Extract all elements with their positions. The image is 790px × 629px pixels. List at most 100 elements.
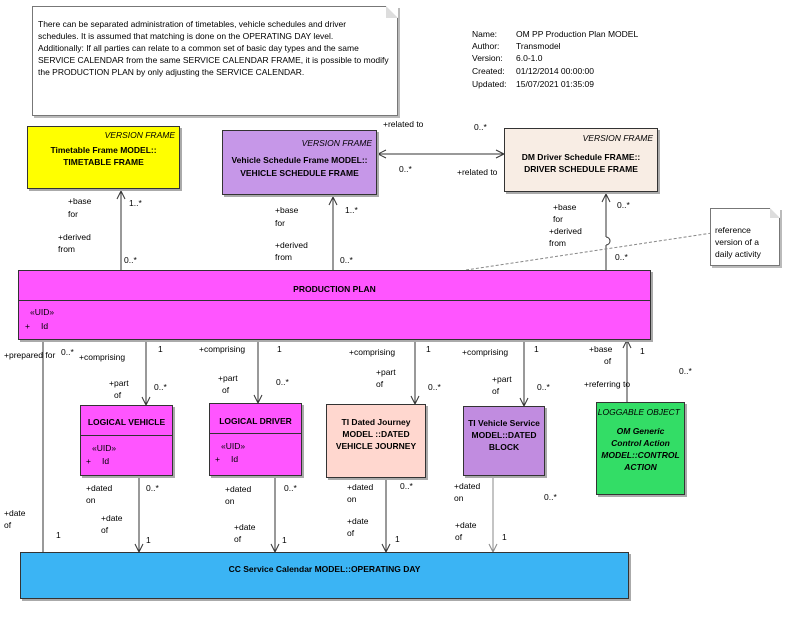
stereotype-label: VERSION FRAME	[301, 138, 372, 148]
role-label: +comprising	[462, 347, 509, 357]
attr-id: Id	[231, 454, 239, 464]
role-label: +related to	[457, 167, 498, 177]
uid-stereotype: «UID»	[30, 307, 55, 317]
multiplicity-label: 0..*	[124, 255, 137, 265]
uid-stereotype: «UID»	[92, 443, 117, 453]
meta-version-label: Version:	[472, 53, 503, 63]
multiplicity-label: 1..*	[345, 205, 358, 215]
role-label: on	[225, 496, 235, 506]
role-label: +part	[376, 367, 396, 377]
role-label: +dated	[347, 482, 374, 492]
multiplicity-label: 0..*	[679, 366, 692, 376]
stereotype-label: LOGGABLE OBJECT	[597, 407, 680, 417]
class-dated-vehicle-journey[interactable]: TI Dated Journey MODEL ::DATED VEHICLE J…	[326, 404, 426, 478]
role-label: +derived	[275, 240, 308, 250]
role-label: +dated	[225, 484, 252, 494]
note-line: There can be separated administration of…	[38, 19, 347, 29]
stereotype-label: VERSION FRAME	[104, 130, 175, 140]
class-title: MODEL ::DATED	[342, 429, 410, 439]
multiplicity-label: 1	[158, 344, 163, 354]
multiplicity-label: 1..*	[129, 198, 142, 208]
reference-note-line: reference	[715, 225, 751, 235]
multiplicity-label: 0..*	[146, 483, 159, 493]
multiplicity-label: 1	[640, 346, 645, 356]
meta-created-label: Created:	[472, 66, 505, 76]
meta-author-value: Transmodel	[516, 41, 561, 51]
class-logical-vehicle[interactable]: LOGICAL VEHICLE «UID» + Id	[80, 405, 173, 476]
role-label: of	[4, 520, 12, 530]
multiplicity-label: 0..*	[284, 483, 297, 493]
class-title: LOGICAL DRIVER	[219, 416, 292, 426]
role-label: +date	[234, 522, 256, 532]
role-label: +related to	[383, 119, 424, 129]
role-label: +base	[553, 202, 577, 212]
role-label: +derived	[58, 232, 91, 242]
role-label: +prepared for	[4, 350, 56, 360]
role-label: on	[86, 495, 96, 505]
class-title: OM Generic	[616, 426, 665, 436]
uid-stereotype: «UID»	[221, 441, 246, 451]
class-title: DRIVER SCHEDULE FRAME	[524, 164, 638, 174]
role-label: +date	[4, 508, 26, 518]
class-title: Timetable Frame MODEL::	[50, 145, 157, 155]
class-title: TIMETABLE FRAME	[63, 157, 144, 167]
multiplicity-label: 1	[426, 344, 431, 354]
meta-name-value: OM PP Production Plan MODEL	[516, 29, 639, 39]
role-label: on	[454, 493, 464, 503]
class-title: BLOCK	[488, 442, 520, 452]
multiplicity-label: 0..*	[399, 164, 412, 174]
role-label: for	[68, 209, 78, 219]
role-label: for	[275, 218, 285, 228]
class-operating-day[interactable]: CC Service Calendar MODEL::OPERATING DAY	[20, 552, 629, 599]
role-label: +date	[101, 513, 123, 523]
class-control-action[interactable]: LOGGABLE OBJECT OM Generic Control Actio…	[596, 402, 685, 495]
role-label: +base	[589, 344, 613, 354]
role-label: +date	[347, 516, 369, 526]
role-label: +comprising	[349, 347, 396, 357]
role-label: of	[604, 356, 612, 366]
role-label: of	[101, 525, 109, 535]
attr-id: Id	[41, 321, 49, 331]
class-logical-driver[interactable]: LOGICAL DRIVER «UID» + Id	[209, 403, 302, 476]
role-label: from	[58, 244, 75, 254]
meta-updated-value: 15/07/2021 01:35:09	[516, 79, 594, 89]
multiplicity-label: 1	[146, 535, 151, 545]
meta-author-label: Author:	[472, 41, 500, 51]
class-title: Control Action	[611, 438, 670, 448]
role-label: +part	[492, 374, 512, 384]
class-title: LOGICAL VEHICLE	[87, 417, 166, 427]
role-label: +dated	[454, 481, 481, 491]
multiplicity-label: 0..*	[276, 377, 289, 387]
role-label: +part	[218, 373, 238, 383]
attr-visibility: +	[25, 321, 30, 331]
class-title: MODEL::DATED	[471, 430, 537, 440]
class-title: TI Dated Journey	[341, 417, 411, 427]
class-title: ACTION	[624, 462, 657, 472]
role-label: of	[114, 390, 122, 400]
class-driver-schedule-frame[interactable]: VERSION FRAME DM Driver Schedule FRAME::…	[504, 128, 658, 192]
multiplicity-label: 1	[56, 530, 61, 540]
role-label: of	[234, 534, 242, 544]
role-label: from	[549, 238, 566, 248]
reference-note-line: daily activity	[715, 249, 761, 259]
multiplicity-label: 0..*	[474, 122, 487, 132]
multiplicity-label: 0..*	[544, 492, 557, 502]
role-label: on	[347, 494, 357, 504]
reference-note-line: version of a	[715, 237, 759, 247]
class-dated-block[interactable]: TI Vehicle Service MODEL::DATED BLOCK	[463, 406, 545, 476]
role-label: +part	[109, 378, 129, 388]
class-title: Vehicle Schedule Frame MODEL::	[231, 155, 368, 165]
role-label: +comprising	[199, 344, 246, 354]
class-timetable-frame[interactable]: VERSION FRAME Timetable Frame MODEL:: TI…	[27, 126, 180, 189]
multiplicity-label: 1	[534, 344, 539, 354]
stereotype-label: VERSION FRAME	[582, 133, 653, 143]
class-production-plan[interactable]: PRODUCTION PLAN «UID» + Id	[18, 270, 651, 340]
note-line: SERVICE CALENDAR from the same SERVICE C…	[38, 55, 389, 65]
multiplicity-label: 0..*	[154, 382, 167, 392]
note-line: Additionally: If all parties can relate …	[38, 43, 359, 53]
role-label: +base	[275, 205, 299, 215]
note-line: schedules. It is assumed that matching i…	[38, 31, 334, 41]
class-vehicle-schedule-frame[interactable]: VERSION FRAME Vehicle Schedule Frame MOD…	[222, 130, 377, 195]
multiplicity-label: 1	[282, 535, 287, 545]
